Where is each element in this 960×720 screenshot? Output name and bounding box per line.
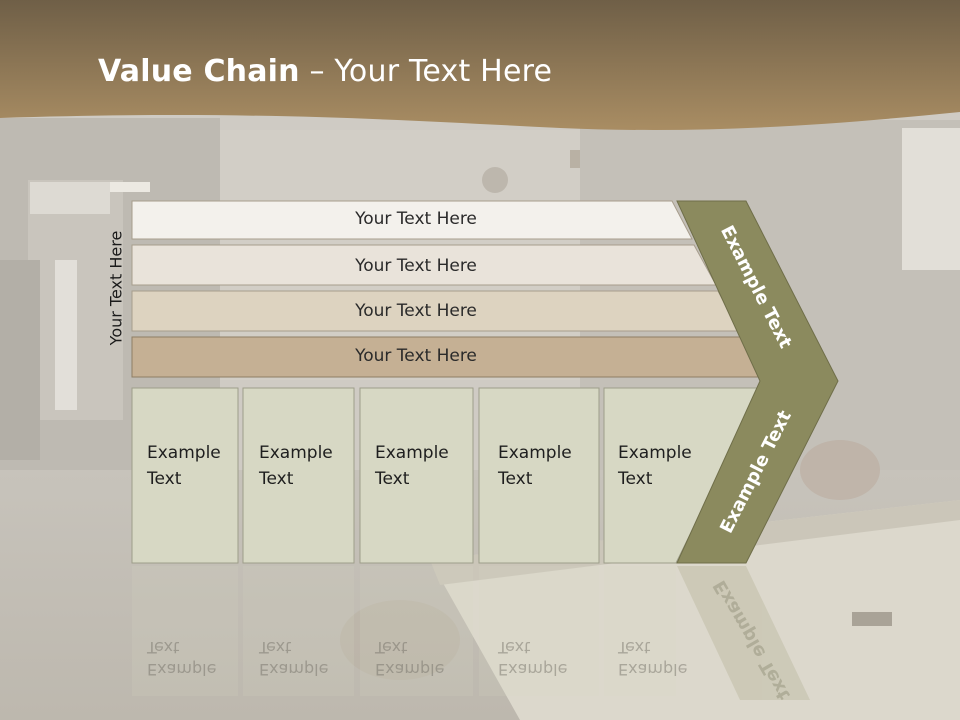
- support-bar-4-label: Your Text Here: [355, 346, 477, 366]
- activity-box-3: [359, 387, 474, 564]
- title-rest: – Your Text Here: [299, 54, 553, 89]
- box-line: Text: [375, 469, 410, 489]
- page-title: Value Chain – Your Text Here: [98, 54, 552, 89]
- reflect-line: Example: [375, 660, 445, 679]
- reflect-line: Text: [498, 638, 531, 657]
- activity-box-4: [478, 387, 600, 564]
- box-line: Text: [618, 469, 653, 489]
- reflect-line: Example: [259, 660, 329, 679]
- reflection-box-3: Example Text: [375, 636, 444, 680]
- reflection-box-4: Example Text: [498, 636, 567, 680]
- box-line: Example: [259, 443, 333, 463]
- box-line: Text: [147, 469, 182, 489]
- title-bold: Value Chain: [98, 54, 300, 89]
- chevron-arrow: [676, 200, 839, 564]
- box-line: Example: [498, 443, 572, 463]
- support-bar-1: [131, 200, 693, 240]
- activity-box-5: [603, 387, 763, 564]
- reflection-box-5: Example Text: [618, 636, 687, 680]
- support-bar-2-label: Your Text Here: [355, 256, 477, 276]
- support-bar-1-label: Your Text Here: [355, 209, 477, 229]
- activity-box-2: [242, 387, 355, 564]
- box-line: Example: [375, 443, 449, 463]
- box-line: Text: [259, 469, 294, 489]
- box-line: Text: [498, 469, 533, 489]
- box-line: Example: [618, 443, 692, 463]
- reflect-line: Example: [618, 660, 688, 679]
- reflect-line: Text: [375, 638, 408, 657]
- reflect-line: Text: [259, 638, 292, 657]
- reflect-line: Example: [498, 660, 568, 679]
- reflect-line: Text: [147, 638, 180, 657]
- reflection-box-1: Example Text: [147, 636, 216, 680]
- activity-box-1: [131, 387, 239, 564]
- reflection-box-2: Example Text: [259, 636, 328, 680]
- reflect-line: Example: [147, 660, 217, 679]
- box-line: Example: [147, 443, 221, 463]
- reflection: [132, 566, 810, 700]
- reflect-line: Text: [618, 638, 651, 657]
- support-bar-3-label: Your Text Here: [355, 301, 477, 321]
